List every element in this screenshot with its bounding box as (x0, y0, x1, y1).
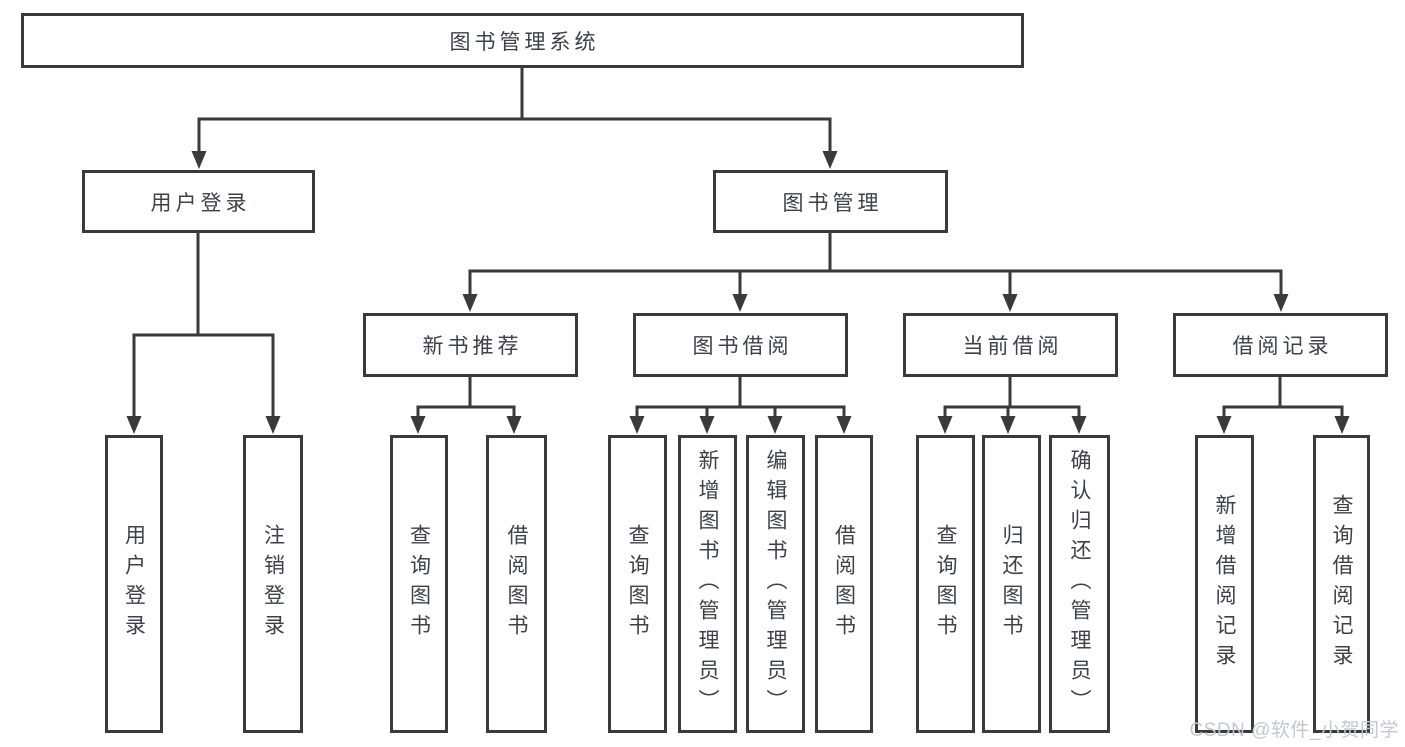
node-library-management-system: 图书管理系统 (21, 13, 1024, 68)
leaf-user-login: 用户登录 (105, 435, 163, 733)
node-book-management: 图书管理 (713, 170, 948, 233)
node-book-borrowing: 图书借阅 (633, 313, 848, 377)
node-user-login: 用户登录 (82, 170, 315, 233)
leaf-query-books-borrowing: 查询图书 (608, 435, 667, 733)
leaf-borrow-books-recommendation: 借阅图书 (486, 435, 547, 733)
leaf-confirm-return-admin: 确认归还（管理员） (1049, 435, 1110, 733)
leaf-borrow-books-borrowing: 借阅图书 (815, 435, 873, 733)
leaf-query-borrow-record: 查询借阅记录 (1313, 435, 1370, 733)
leaf-add-borrow-record: 新增借阅记录 (1195, 435, 1254, 733)
leaf-edit-book-admin: 编辑图书（管理员） (746, 435, 805, 733)
leaf-logout: 注销登录 (243, 435, 303, 733)
leaf-return-book: 归还图书 (982, 435, 1041, 733)
node-current-borrowing: 当前借阅 (903, 313, 1118, 377)
leaf-add-book-admin: 新增图书（管理员） (678, 435, 737, 733)
node-borrowing-records: 借阅记录 (1173, 313, 1388, 377)
leaf-query-books-recommendation: 查询图书 (390, 435, 448, 733)
csdn-watermark: CSDN @软件_小贺同学 (1189, 720, 1399, 741)
leaf-query-books-current: 查询图书 (916, 435, 975, 733)
node-new-book-recommendation: 新书推荐 (363, 313, 578, 377)
